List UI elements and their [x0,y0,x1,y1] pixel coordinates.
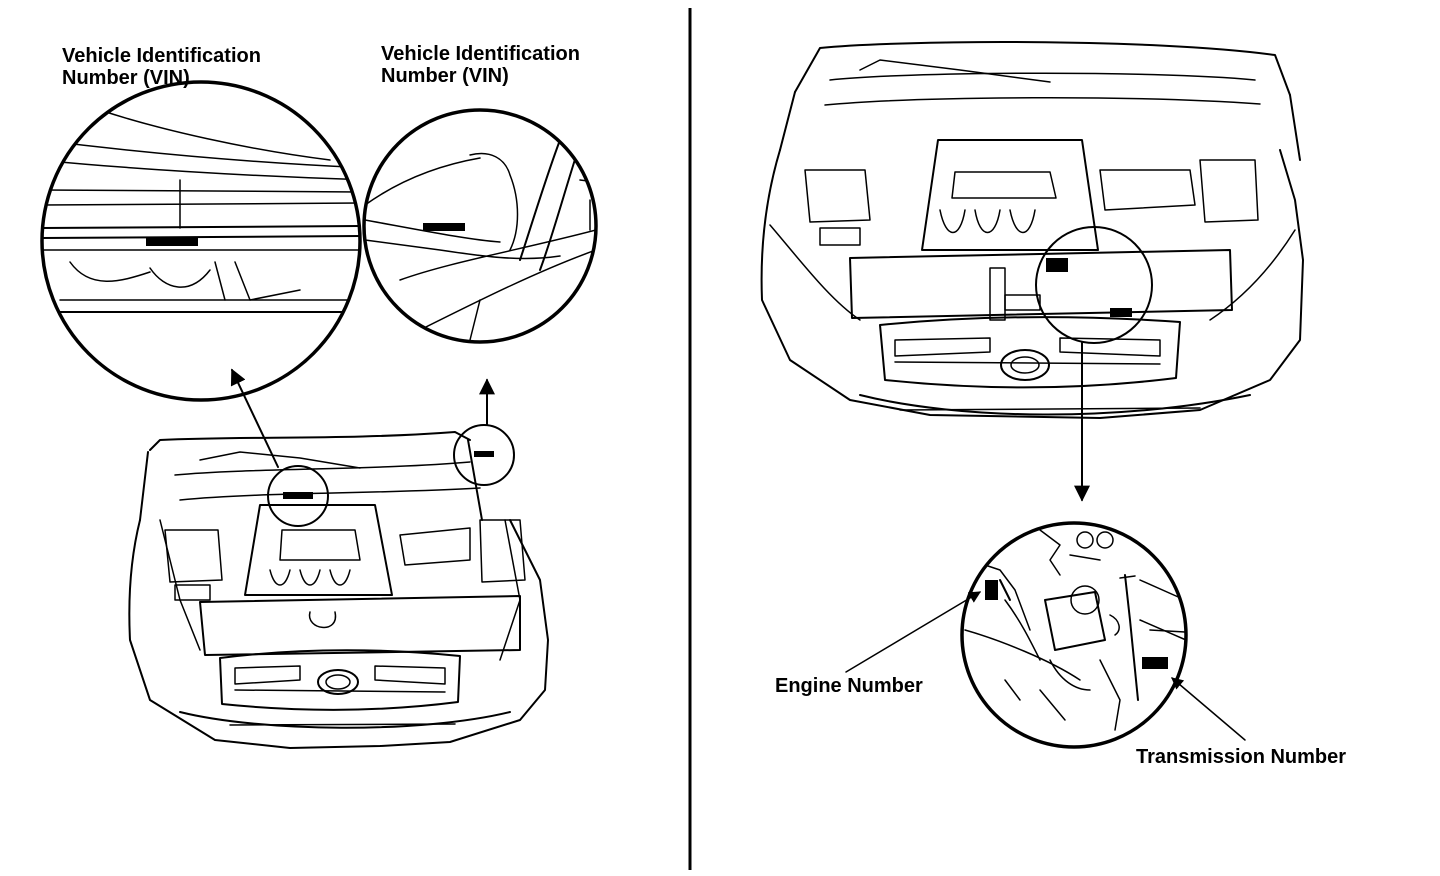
vin-right-label-line1: Vehicle Identification [381,43,580,65]
vin-plate-marker [146,238,198,246]
vehicle-front-right [760,41,1304,419]
transmission-number-label: Transmission Number [1136,746,1346,768]
detail-circle-border [362,108,598,344]
engine-number-marker [985,580,998,600]
arrow-to-cowl-detail [230,368,279,468]
engine-transmission-detail-circle [960,521,1188,749]
engine-number-leader [845,591,982,673]
transmission-number-marker [1142,657,1168,669]
detail-circle-border [960,521,1188,749]
vin-right-label-line2: Number (VIN) [381,65,509,87]
vin-left-label-line2: Number (VIN) [62,67,190,89]
vin-detail-circle-cowl [40,80,362,402]
vin-left-label-line1: Vehicle Identification [62,45,261,67]
transmission-number-leader [1171,677,1246,741]
detail-circle-border [40,80,362,402]
engine-number-label: Engine Number [775,675,923,697]
vin-label-marker [423,223,465,231]
vin-detail-circle-strut [362,108,598,344]
vehicle-front-left [128,424,549,749]
